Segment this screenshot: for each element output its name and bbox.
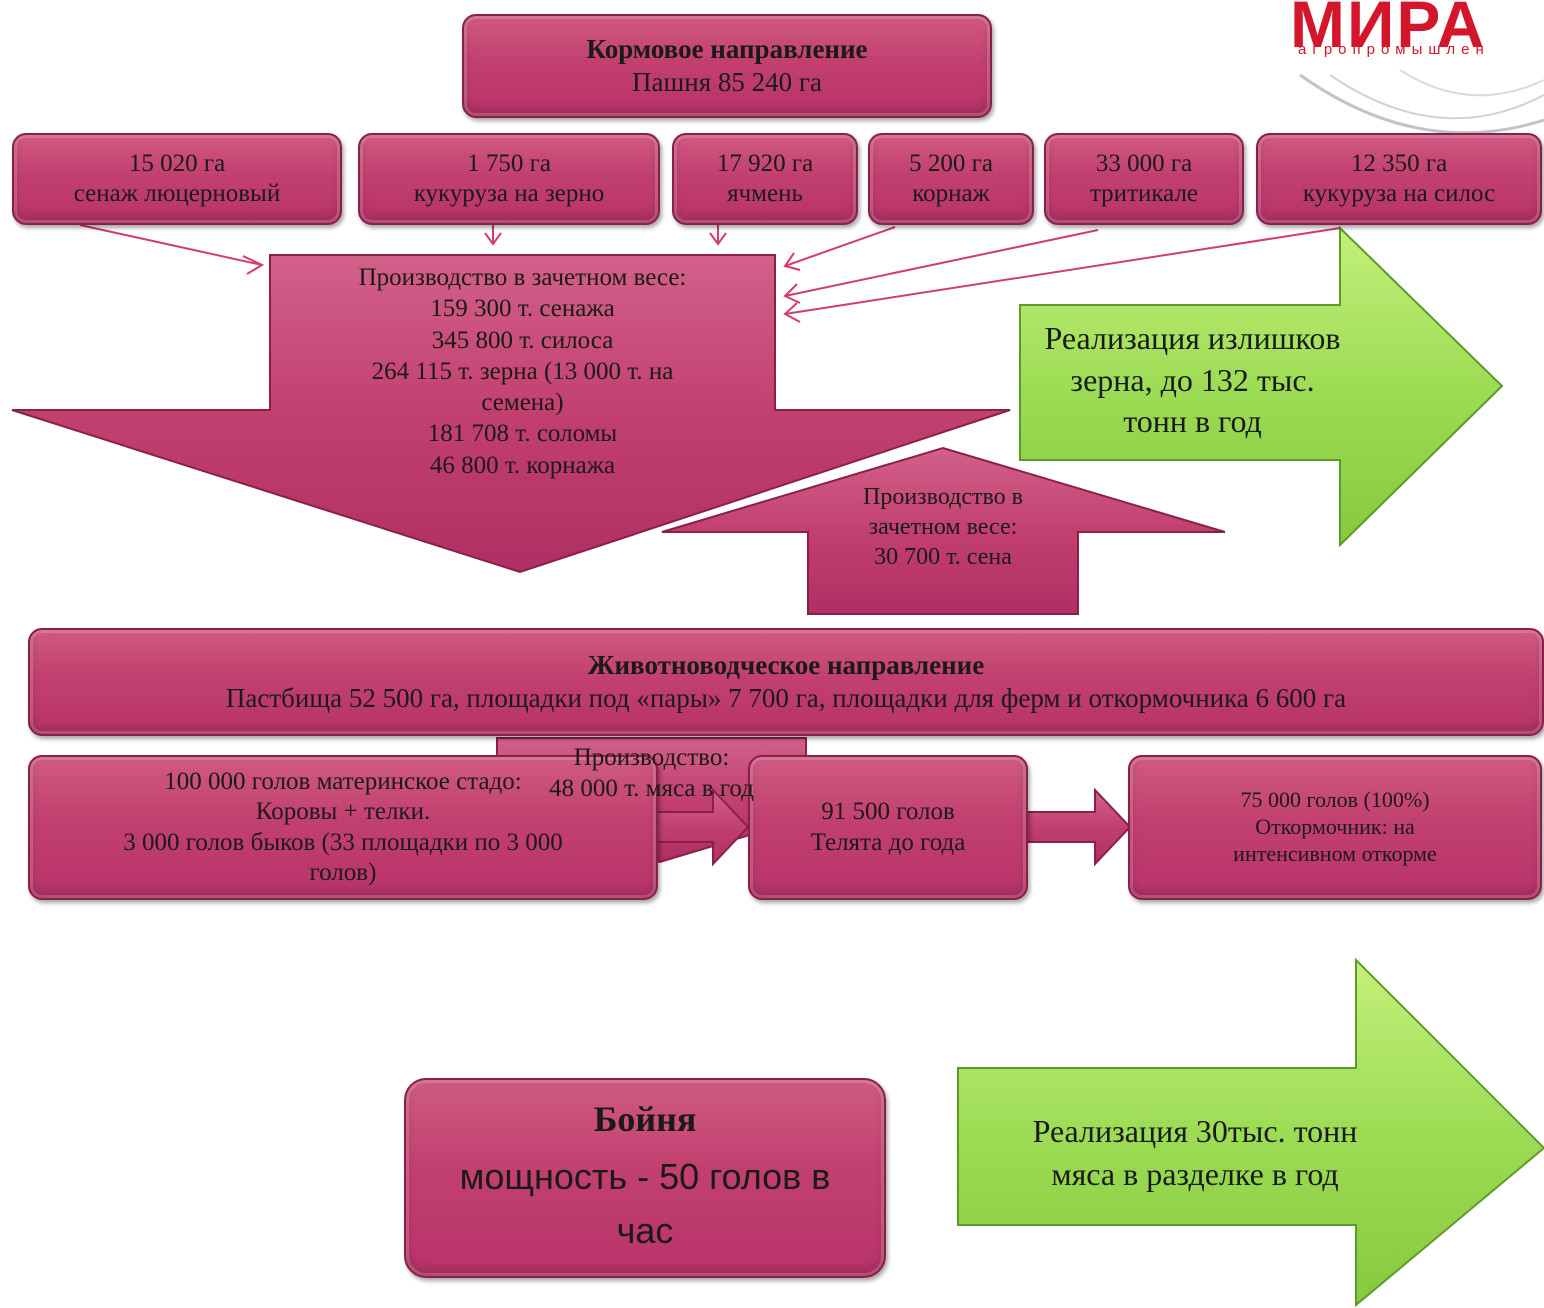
hay-production-line: Производство в xyxy=(863,484,1023,510)
logo-title: МИРА xyxy=(1290,0,1487,61)
livestock-land-areas: Пастбища 52 500 га, площадки под «пары» … xyxy=(225,683,1347,713)
crop-connectors xyxy=(79,222,1341,323)
feed-production-line: 181 708 т. соломы xyxy=(427,420,618,448)
feed-production-line: Производство в зачетном весе: xyxy=(358,264,687,291)
feed-production-line: семена) xyxy=(481,389,564,416)
feed-production-text: Производство в зачетном весе: 159 300 т.… xyxy=(270,262,775,481)
crop-area: 33 000 га xyxy=(1095,149,1193,177)
meat-production-line: Производство: xyxy=(573,744,730,771)
calves-box: 91 500 голов Телята до года xyxy=(748,755,1028,900)
grain-sale-text: Реализация излишков зерна, до 132 тыс. т… xyxy=(1025,318,1360,443)
logo-ring-icon xyxy=(1299,69,1544,135)
herd-line: голов) xyxy=(309,859,377,886)
herd-box: 100 000 голов материнское стадо: Коровы … xyxy=(28,755,658,900)
feed-production-line: 345 800 т. силоса xyxy=(431,326,614,354)
crop-name: ячмень xyxy=(727,180,803,207)
crop-area: 17 920 га xyxy=(716,149,814,177)
fattening-line: 75 000 голов (100%) xyxy=(1240,787,1430,813)
feed-production-arrow xyxy=(11,254,1011,574)
crop-area: 1 750 га xyxy=(467,149,551,177)
crop-name: сенаж люцерновый xyxy=(73,180,281,207)
livestock-direction-title: Животноводческое направление xyxy=(587,650,985,681)
crop-area: 5 200 га xyxy=(909,149,993,177)
feed-production-line: 46 800 т. корнажа xyxy=(429,451,616,479)
hay-production-arrow xyxy=(661,446,1226,615)
crop-name: тритикале xyxy=(1089,180,1199,207)
crop-box-cornage: 5 200 га корнаж xyxy=(868,133,1034,225)
hay-production-line: 30 700 т. сена xyxy=(874,544,1012,570)
crop-area: 15 020 га xyxy=(128,149,226,177)
herd-line: 3 000 голов быков (33 площадки по 3 000 xyxy=(123,828,563,856)
herd-to-calves-arrow xyxy=(656,787,750,867)
slaughterhouse-capacity-line: мощность - 50 голов в xyxy=(459,1155,831,1197)
meat-production-line: 48 000 т. мяса в год xyxy=(549,775,754,803)
livestock-direction-box: Животноводческое направление Пастбища 52… xyxy=(28,628,1544,736)
crop-area: 12 350 га xyxy=(1350,149,1448,177)
feed-direction-box: Кормовое направление Пашня 85 240 га xyxy=(462,14,992,118)
crop-box-barley: 17 920 га ячмень xyxy=(672,133,858,225)
meat-sale-line: мяса в разделке в год xyxy=(1051,1156,1339,1193)
crop-box-triticale: 33 000 га тритикале xyxy=(1044,133,1244,225)
meat-sale-line: Реализация 30тыс. тонн xyxy=(1032,1113,1358,1149)
calves-line: Телята до года xyxy=(810,828,966,856)
meat-production-text: Производство: 48 000 т. мяса в год xyxy=(497,742,806,805)
crop-box-corn-grain: 1 750 га кукуруза на зерно xyxy=(358,133,660,225)
calves-to-fattening-arrow xyxy=(1026,787,1132,867)
slaughterhouse-capacity-line: час xyxy=(616,1209,674,1251)
logo-subtitle: агропромышлен xyxy=(1298,41,1490,58)
feed-direction-title: Кормовое направление xyxy=(586,34,868,65)
crop-box-corn-silage: 12 350 га кукуруза на силос xyxy=(1256,133,1542,225)
herd-line: Коровы + телки. xyxy=(255,798,431,825)
crop-name: корнаж xyxy=(912,180,990,207)
meat-sale-text: Реализация 30тыс. тонн мяса в разделке в… xyxy=(975,1110,1415,1196)
grain-sale-line: зерна, до 132 тыс. xyxy=(1070,361,1315,398)
slaughterhouse-box: Бойня мощность - 50 голов в час xyxy=(404,1078,886,1278)
herd-line: 100 000 голов материнское стадо: xyxy=(164,767,522,795)
meat-sale-arrow xyxy=(957,957,1544,1308)
hay-production-text: Производство в зачетном весе: 30 700 т. … xyxy=(808,482,1078,572)
crop-box-alfalfa: 15 020 га сенаж люцерновый xyxy=(12,133,342,225)
grain-sale-line: тонн в год xyxy=(1123,403,1262,440)
grain-sale-line: Реализация излишков xyxy=(1044,320,1341,356)
fattening-line: интенсивном откорме xyxy=(1233,840,1437,866)
grain-sale-arrow xyxy=(1019,225,1504,548)
feed-production-line: 159 300 т. сенажа xyxy=(430,295,615,323)
slaughterhouse-title: Бойня xyxy=(593,1099,697,1140)
hay-production-line: зачетном весе: xyxy=(868,514,1018,540)
crop-name: кукуруза на зерно xyxy=(413,180,605,207)
fattening-box: 75 000 голов (100%) Откормочник: на инте… xyxy=(1128,755,1542,900)
calves-line: 91 500 голов xyxy=(821,798,955,825)
feed-arable-area: Пашня 85 240 га xyxy=(632,67,822,97)
fattening-line: Откормочник: на xyxy=(1255,814,1415,840)
feed-production-line: 264 115 т. зерна (13 000 т. на xyxy=(371,357,674,385)
crop-name: кукуруза на силос xyxy=(1302,180,1496,207)
